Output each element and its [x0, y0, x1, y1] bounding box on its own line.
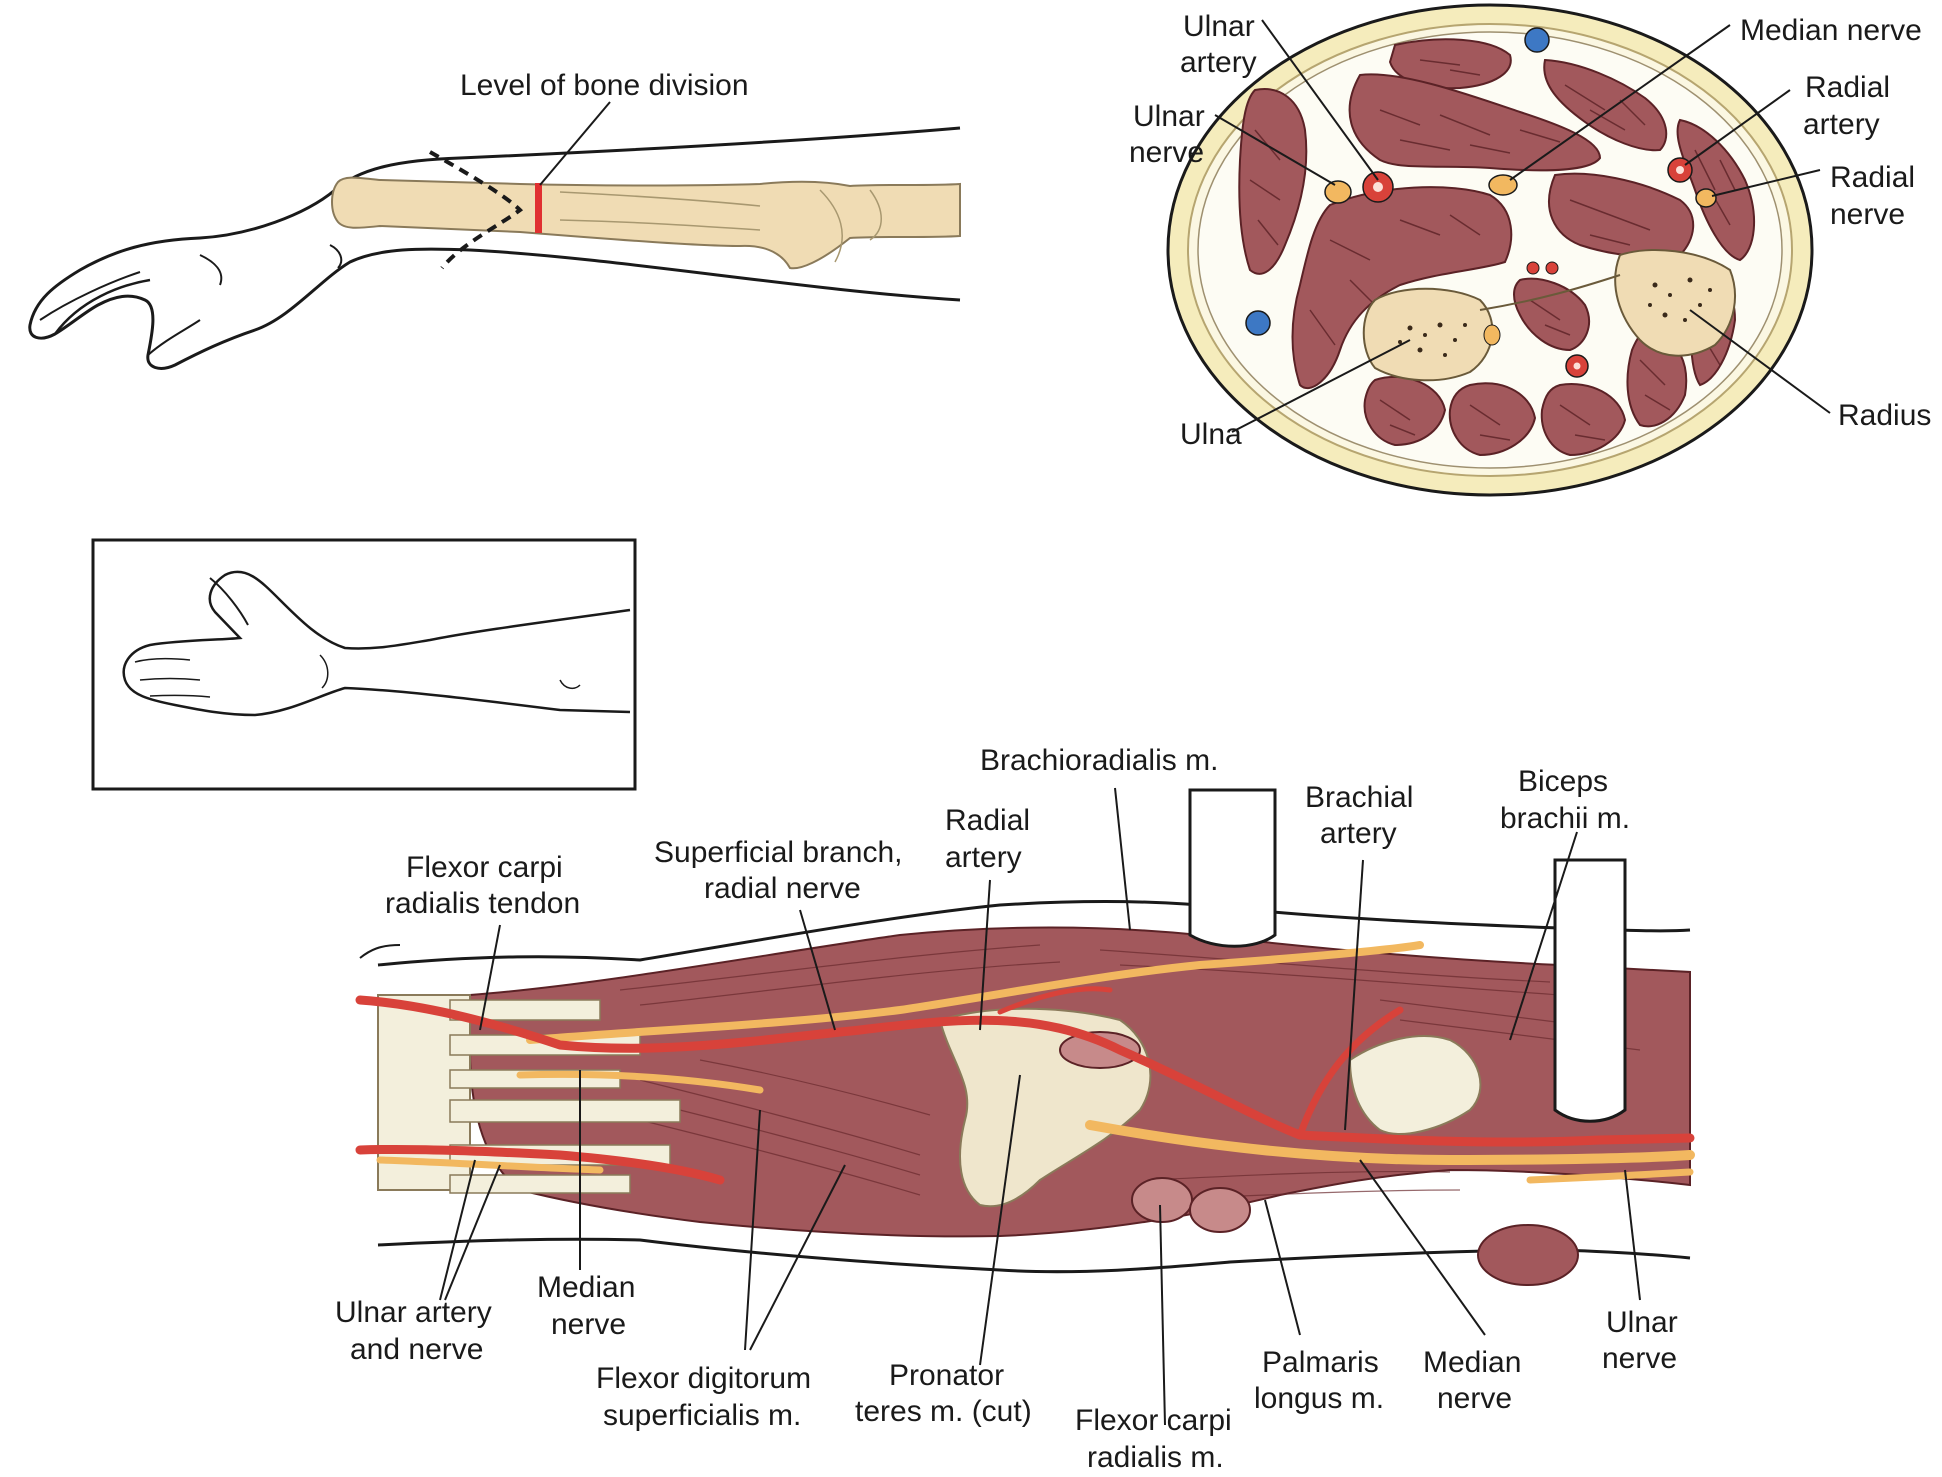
fcr-muscle-label: Flexor carpi radialis m. — [1075, 1404, 1240, 1474]
forearm-cross-section-illustration: Ulnar artery Ulnar nerve Median nerve Ra… — [1129, 3, 1931, 497]
cs-radius-label: Radius — [1838, 399, 1931, 432]
cs-ulna-label: Ulna — [1180, 418, 1242, 451]
superficial-branch-label: Superficial branch, radial nerve — [654, 836, 911, 905]
cs-ulnar-artery-label: Ulnar artery — [1180, 10, 1263, 79]
brachial-artery-label: Brachial artery — [1305, 781, 1422, 850]
level-of-bone-division-label: Level of bone division — [460, 69, 749, 102]
cs-median-nerve-label: Median nerve — [1740, 14, 1922, 47]
fcr-tendon-label: Flexor carpi radialis tendon — [385, 851, 580, 920]
forearm-dissection-illustration: Brachioradialis m. Brachial artery Bicep… — [335, 744, 1695, 1474]
cs-ulnar-nerve-label: Ulnar nerve — [1129, 100, 1213, 169]
cs-radial-artery-label: Radial artery — [1803, 71, 1898, 141]
forearm-bone-division-illustration: Level of bone division — [28, 69, 961, 370]
median-nerve-left-label: Median nerve — [537, 1271, 644, 1341]
cs-radial-nerve-label: Radial nerve — [1830, 161, 1923, 231]
pronator-teres-label: Pronator teres m. (cut) — [855, 1359, 1032, 1428]
radial-artery-label: Radial artery — [945, 804, 1038, 874]
ulnar-nerve-label: Ulnar nerve — [1602, 1306, 1686, 1375]
ulnar-artery-nerve-label: Ulnar artery and nerve — [335, 1296, 500, 1366]
median-nerve-right-label: Median nerve — [1423, 1346, 1530, 1415]
fds-label: Flexor digitorum superficialis m. — [596, 1362, 819, 1432]
palmaris-longus-label: Palmaris longus m. — [1254, 1346, 1387, 1415]
brachioradialis-label: Brachioradialis m. — [980, 744, 1218, 777]
arm-position-inset-illustration — [91, 538, 637, 791]
biceps-brachii-label: Biceps brachii m. — [1500, 765, 1630, 835]
